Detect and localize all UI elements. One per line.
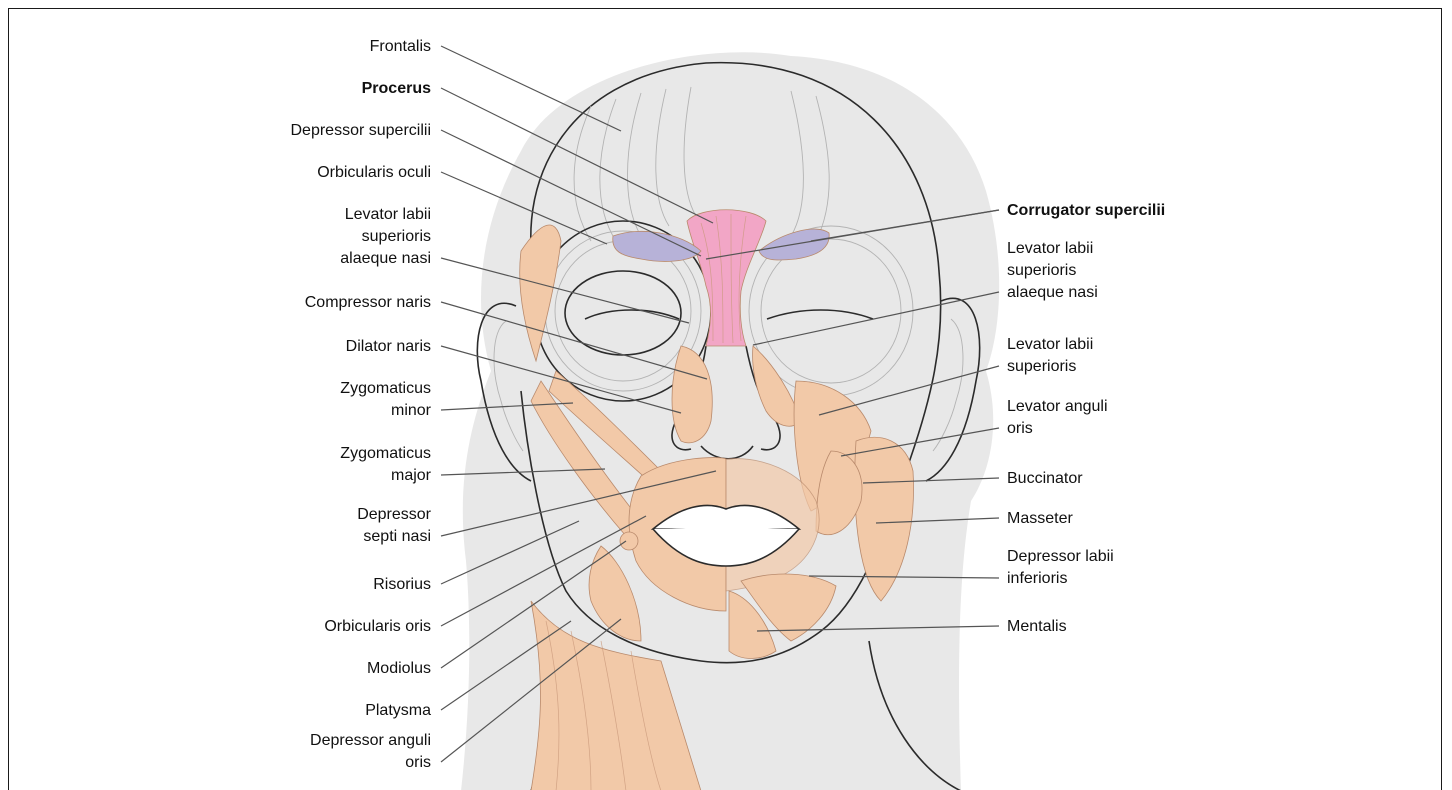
label-line: Buccinator <box>1007 470 1083 487</box>
label-platysma: Platysma <box>365 702 431 719</box>
label-line: Levator labii <box>345 206 431 223</box>
label-frontalis: Frontalis <box>370 38 431 55</box>
label-line: septi nasi <box>363 528 431 545</box>
modiolus-node <box>620 532 638 550</box>
label-mentalis: Mentalis <box>1007 618 1067 635</box>
label-buccinator: Buccinator <box>1007 470 1083 487</box>
label-modiolus: Modiolus <box>367 660 431 677</box>
label-line: alaeque nasi <box>340 250 431 267</box>
label-line: Orbicularis oculi <box>317 164 431 181</box>
label-line: superioris <box>1007 358 1076 375</box>
label-line: superioris <box>362 228 431 245</box>
label-line: Orbicularis oris <box>324 618 431 635</box>
label-line: Dilator naris <box>346 338 431 355</box>
label-compressor-naris: Compressor naris <box>305 294 431 311</box>
label-line: Modiolus <box>367 660 431 677</box>
label-line: Depressor <box>357 506 431 523</box>
label-line: Zygomaticus <box>340 380 431 397</box>
label-line: alaeque nasi <box>1007 284 1098 301</box>
label-line: inferioris <box>1007 570 1067 587</box>
label-risorius: Risorius <box>373 576 431 593</box>
label-line: Frontalis <box>370 38 431 55</box>
label-zygomaticus-major: Zygomaticus major <box>340 445 431 484</box>
label-procerus: Procerus <box>362 80 431 97</box>
label-line: oris <box>1007 420 1033 437</box>
label-line: Depressor anguli <box>310 732 431 749</box>
label-line: oris <box>405 754 431 771</box>
label-depressor-septi-nasi: Depressor septi nasi <box>357 506 431 545</box>
label-line: Levator labii <box>1007 240 1093 257</box>
label-levator-labii-sup-al-nasi-right: Levator labii superioris alaeque nasi <box>1007 240 1098 301</box>
label-levator-labii-sup-al-nasi-left: Levator labii superioris alaeque nasi <box>340 206 431 267</box>
label-orbicularis-oris: Orbicularis oris <box>324 618 431 635</box>
label-orbicularis-oculi: Orbicularis oculi <box>317 164 431 181</box>
label-line: Procerus <box>362 80 431 97</box>
label-line: minor <box>391 402 432 419</box>
label-line: Mentalis <box>1007 618 1067 635</box>
label-line: Zygomaticus <box>340 445 431 462</box>
label-line: Corrugator supercilii <box>1007 202 1165 219</box>
label-line: Depressor supercilii <box>291 122 432 139</box>
label-dilator-naris: Dilator naris <box>346 338 431 355</box>
label-depressor-labii-inferioris: Depressor labii inferioris <box>1007 548 1114 587</box>
label-zygomaticus-minor: Zygomaticus minor <box>340 380 431 419</box>
label-levator-anguli-oris: Levator anguli oris <box>1007 398 1108 437</box>
label-line: Platysma <box>365 702 431 719</box>
label-corrugator-supercilii: Corrugator supercilii <box>1007 202 1165 219</box>
label-line: Compressor naris <box>305 294 431 311</box>
label-line: Depressor labii <box>1007 548 1114 565</box>
label-line: Levator anguli <box>1007 398 1108 415</box>
label-depressor-supercilii: Depressor supercilii <box>291 122 432 139</box>
label-line: superioris <box>1007 262 1076 279</box>
label-depressor-anguli-oris: Depressor anguli oris <box>310 732 431 771</box>
label-levator-labii-superioris: Levator labii superioris <box>1007 336 1093 375</box>
label-line: Levator labii <box>1007 336 1093 353</box>
label-line: Masseter <box>1007 510 1073 527</box>
label-masseter: Masseter <box>1007 510 1073 527</box>
label-line: Risorius <box>373 576 431 593</box>
label-line: major <box>391 467 432 484</box>
